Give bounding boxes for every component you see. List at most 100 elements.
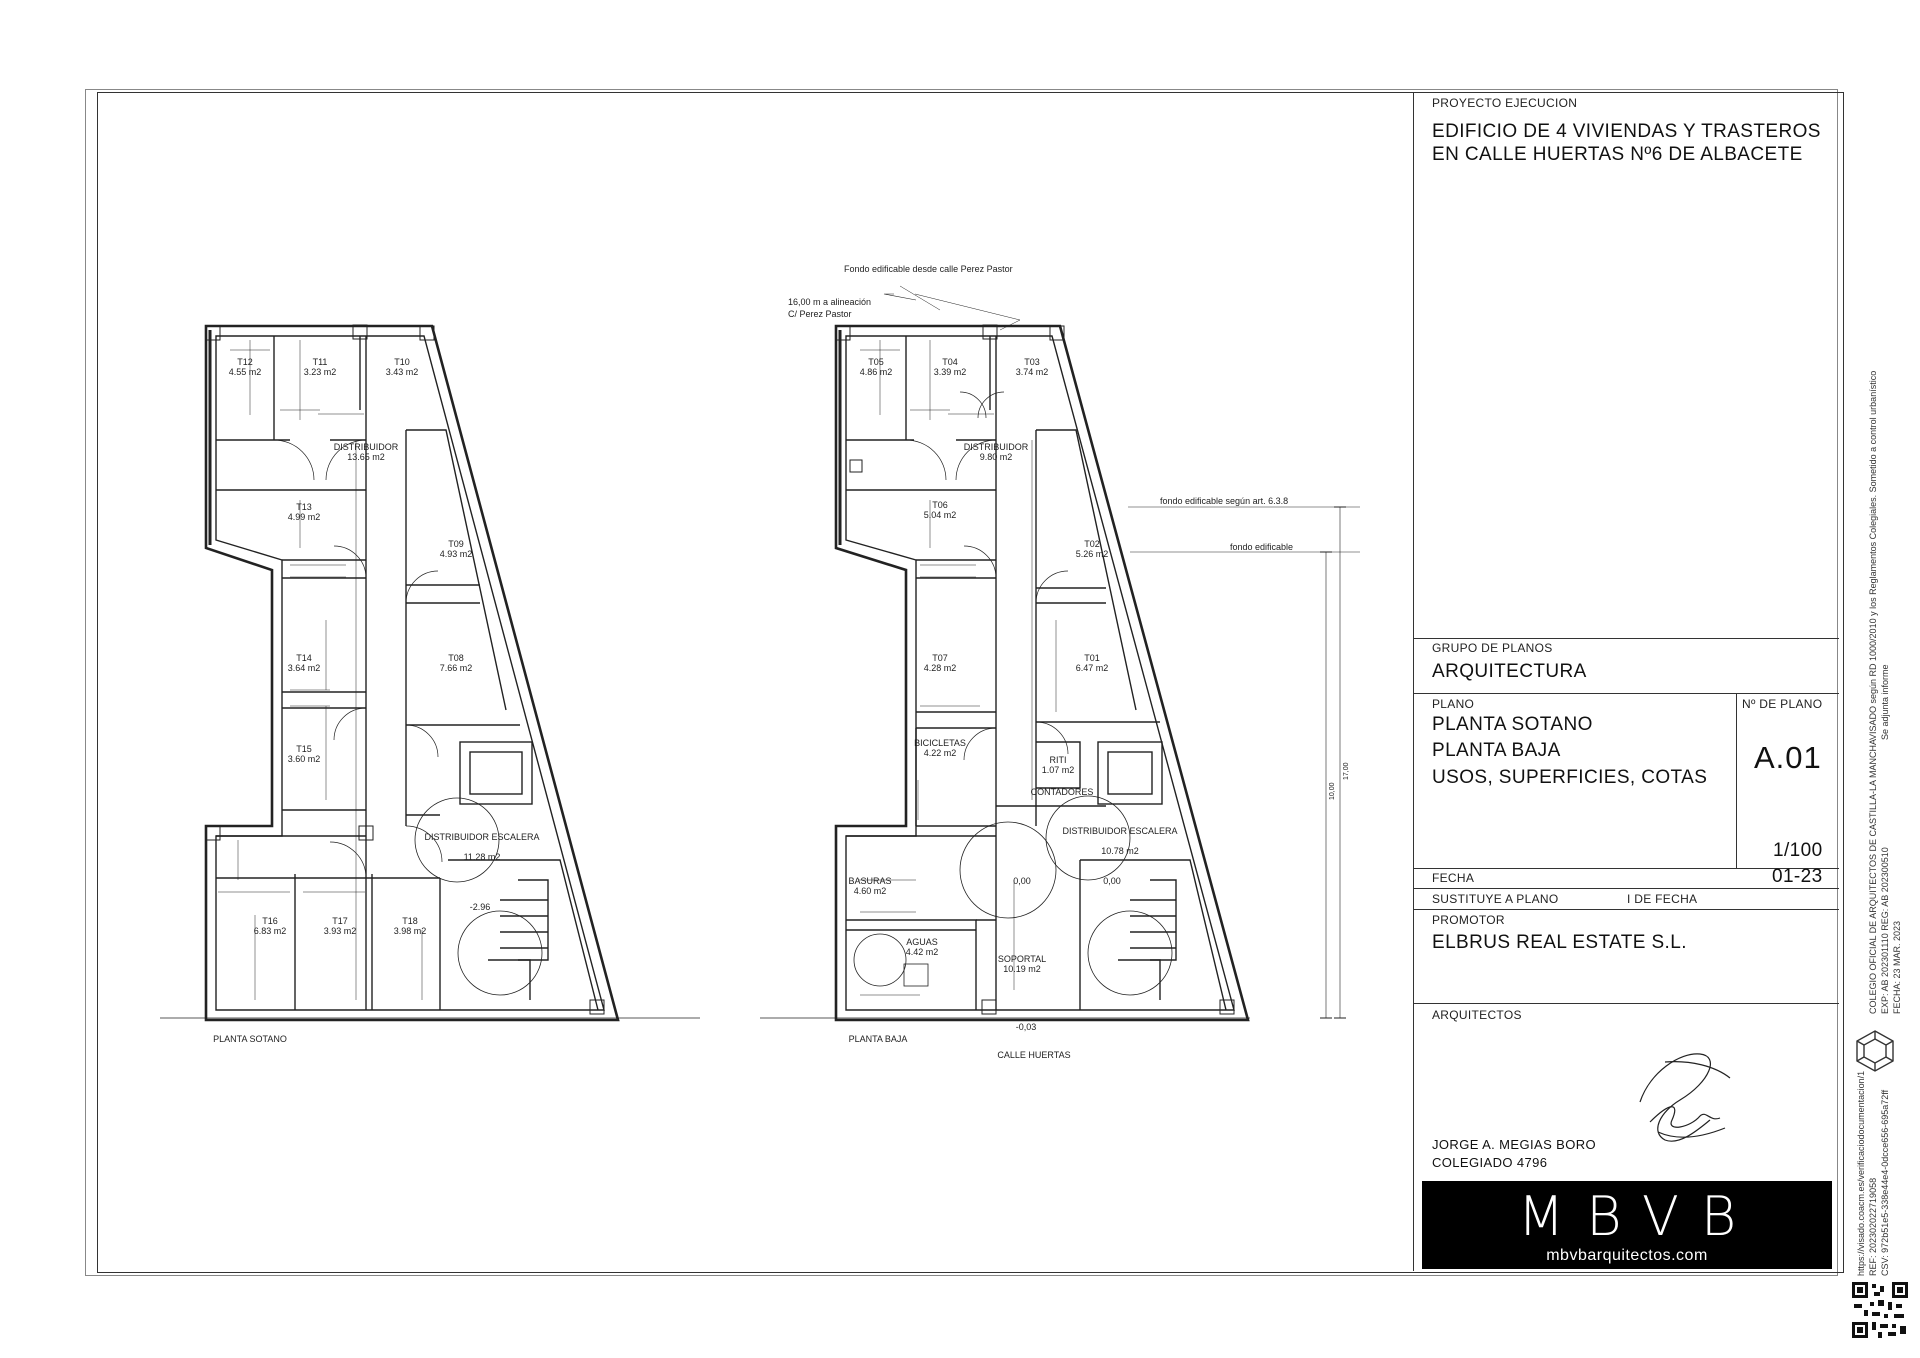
room-area: 4.22 m2 bbox=[924, 748, 957, 758]
room-label: T09 bbox=[448, 539, 464, 549]
promoter-label: PROMOTOR bbox=[1432, 913, 1505, 927]
room-area: 3.39 m2 bbox=[934, 367, 967, 377]
replaces-label: SUSTITUYE A PLANO bbox=[1432, 892, 1559, 906]
baja-room-labels: T05 4.86 m2 T04 3.39 m2 T03 3.74 m2 DIST… bbox=[848, 357, 1177, 1060]
room-label: T01 bbox=[1084, 653, 1100, 663]
room-label: DISTRIBUIDOR ESCALERA bbox=[1062, 826, 1177, 836]
sotano-room-labels: T12 4.55 m2 T11 3.23 m2 T10 3.43 m2 DIST… bbox=[213, 357, 539, 1044]
architect-name: JORGE A. MEGIAS BORO bbox=[1432, 1137, 1597, 1152]
fondo-perez-pastor-note: Fondo edificable desde calle Perez Pasto… bbox=[844, 264, 1013, 274]
room-area: 3.93 m2 bbox=[324, 926, 357, 936]
project-title-line1: EDIFICIO DE 4 VIVIENDAS Y TRASTEROS bbox=[1432, 121, 1821, 142]
stamp-line4: EXP: AB 202301110 REG: AB 202300510 bbox=[1880, 847, 1890, 1014]
street-label: CALLE HUERTAS bbox=[997, 1050, 1070, 1060]
plan-line1: PLANTA SOTANO bbox=[1432, 714, 1593, 735]
divider bbox=[1413, 909, 1839, 910]
floor-plans-drawing: T12 4.55 m2 T11 3.23 m2 T10 3.43 m2 DIST… bbox=[160, 264, 1360, 1060]
room-label: AGUAS bbox=[906, 937, 938, 947]
room-area: 3.64 m2 bbox=[288, 663, 321, 673]
stamp-line7: REF: 202302022719058 bbox=[1868, 1177, 1878, 1276]
plan-title: PLANTA BAJA bbox=[849, 1034, 908, 1044]
room-area: 11.28 m2 bbox=[464, 852, 501, 862]
room-area: 4.28 m2 bbox=[924, 663, 957, 673]
firm-logo: MBVB mbvbarquitectos.com bbox=[1422, 1181, 1832, 1269]
project-title-line2: EN CALLE HUERTAS Nº6 DE ALBACETE bbox=[1432, 144, 1803, 165]
room-label: T07 bbox=[932, 653, 948, 663]
level-label: 0,00 bbox=[1103, 876, 1121, 886]
divider bbox=[1413, 888, 1839, 889]
date-label: FECHA bbox=[1432, 871, 1475, 885]
fondo-edificable-note: fondo edificable bbox=[1230, 542, 1293, 552]
replaces-date-label: I DE FECHA bbox=[1627, 892, 1698, 906]
stamp-line2: Se adjunta informe bbox=[1880, 664, 1890, 740]
room-label: T04 bbox=[942, 357, 958, 367]
plan-label: PLANO bbox=[1432, 697, 1475, 711]
divider bbox=[1413, 868, 1839, 869]
room-area: 4.55 m2 bbox=[229, 367, 262, 377]
room-label: DISTRIBUIDOR bbox=[964, 442, 1029, 452]
level-label: 0,00 bbox=[1013, 876, 1031, 886]
room-area: 4.42 m2 bbox=[906, 947, 939, 957]
room-area: 1.07 m2 bbox=[1042, 765, 1075, 775]
architects-label: ARQUITECTOS bbox=[1432, 1008, 1522, 1022]
sheet-inner-border bbox=[97, 92, 1844, 1273]
plan-line3: USOS, SUPERFICIES, COTAS bbox=[1432, 767, 1708, 788]
room-label: DISTRIBUIDOR ESCALERA bbox=[424, 832, 539, 842]
room-area: 3.74 m2 bbox=[1016, 367, 1049, 377]
room-area: 7.66 m2 bbox=[440, 663, 473, 673]
sheet-outer-border bbox=[85, 89, 1838, 1276]
divider bbox=[1413, 638, 1839, 639]
baja-plan bbox=[760, 285, 1360, 1022]
room-label: RITI bbox=[1050, 755, 1067, 765]
plan-title: PLANTA SOTANO bbox=[213, 1034, 287, 1044]
room-label: T08 bbox=[448, 653, 464, 663]
stamp-line8: CSV: 972b51e5-338e44e4-0dcce656-695a72ff bbox=[1880, 1089, 1890, 1276]
room-area: 10.78 m2 bbox=[1101, 846, 1139, 856]
architect-signature bbox=[1639, 1053, 1731, 1142]
room-area: 4.93 m2 bbox=[440, 549, 473, 559]
architect-reg: COLEGIADO 4796 bbox=[1432, 1155, 1548, 1170]
room-label: T06 bbox=[932, 500, 948, 510]
room-area: 5.26 m2 bbox=[1076, 549, 1109, 559]
coacm-logo-icon bbox=[1856, 1030, 1894, 1072]
room-area: 4.86 m2 bbox=[860, 367, 893, 377]
level-label: -0,03 bbox=[1016, 1022, 1037, 1032]
plan-scale: 1/100 bbox=[1773, 840, 1823, 861]
room-label: BASURAS bbox=[848, 876, 891, 886]
firm-logo-url: mbvbarquitectos.com bbox=[1546, 1247, 1708, 1264]
cota-total: 17,00 bbox=[1343, 762, 1350, 780]
room-label: T12 bbox=[237, 357, 253, 367]
date-value: 01-23 bbox=[1772, 866, 1823, 887]
room-label: T11 bbox=[313, 357, 328, 367]
plan-number-label: Nº DE PLANO bbox=[1742, 697, 1823, 711]
room-label: T03 bbox=[1024, 357, 1040, 367]
alineacion-note-line1: 16,00 m a alineación bbox=[788, 297, 871, 307]
room-area: 13.65 m2 bbox=[347, 452, 385, 462]
room-label: DISTRIBUIDOR bbox=[334, 442, 399, 452]
sotano-plan bbox=[160, 324, 700, 1022]
stamp-line5: FECHA: 23 MAR. 2023 bbox=[1892, 920, 1902, 1014]
room-label: T17 bbox=[332, 916, 348, 926]
room-area: 4.99 m2 bbox=[288, 512, 321, 522]
room-label: T05 bbox=[868, 357, 884, 367]
room-label: T02 bbox=[1084, 539, 1100, 549]
plan-number: A.01 bbox=[1754, 740, 1822, 775]
plan-line2: PLANTA BAJA bbox=[1432, 740, 1561, 761]
room-area: 10.19 m2 bbox=[1003, 964, 1041, 974]
stamp-line3: COLEGIO OFICIAL DE ARQUITECTOS DE CASTIL… bbox=[1868, 738, 1878, 1014]
group-value: ARQUITECTURA bbox=[1432, 661, 1587, 682]
room-label: CONTADORES bbox=[1031, 787, 1094, 797]
room-label: T14 bbox=[296, 653, 312, 663]
room-area: 4.60 m2 bbox=[854, 886, 887, 896]
alineacion-note-line2: C/ Perez Pastor bbox=[788, 309, 852, 319]
room-area: 6.47 m2 bbox=[1076, 663, 1109, 673]
divider bbox=[1413, 693, 1839, 694]
room-area: 3.43 m2 bbox=[386, 367, 419, 377]
stamp-line1: VISADO según RD 1000/2010 y los Reglamen… bbox=[1868, 370, 1878, 740]
fondo-art-note: fondo edificable según art. 6.3.8 bbox=[1160, 496, 1288, 506]
group-label: GRUPO DE PLANOS bbox=[1432, 641, 1553, 655]
level-label: -2.96 bbox=[470, 902, 491, 912]
plan-number-divider bbox=[1736, 693, 1737, 868]
title-block bbox=[1413, 92, 1840, 1271]
stamp-line6: https://visado.coacm.es/verificaciodocum… bbox=[1856, 1070, 1866, 1276]
